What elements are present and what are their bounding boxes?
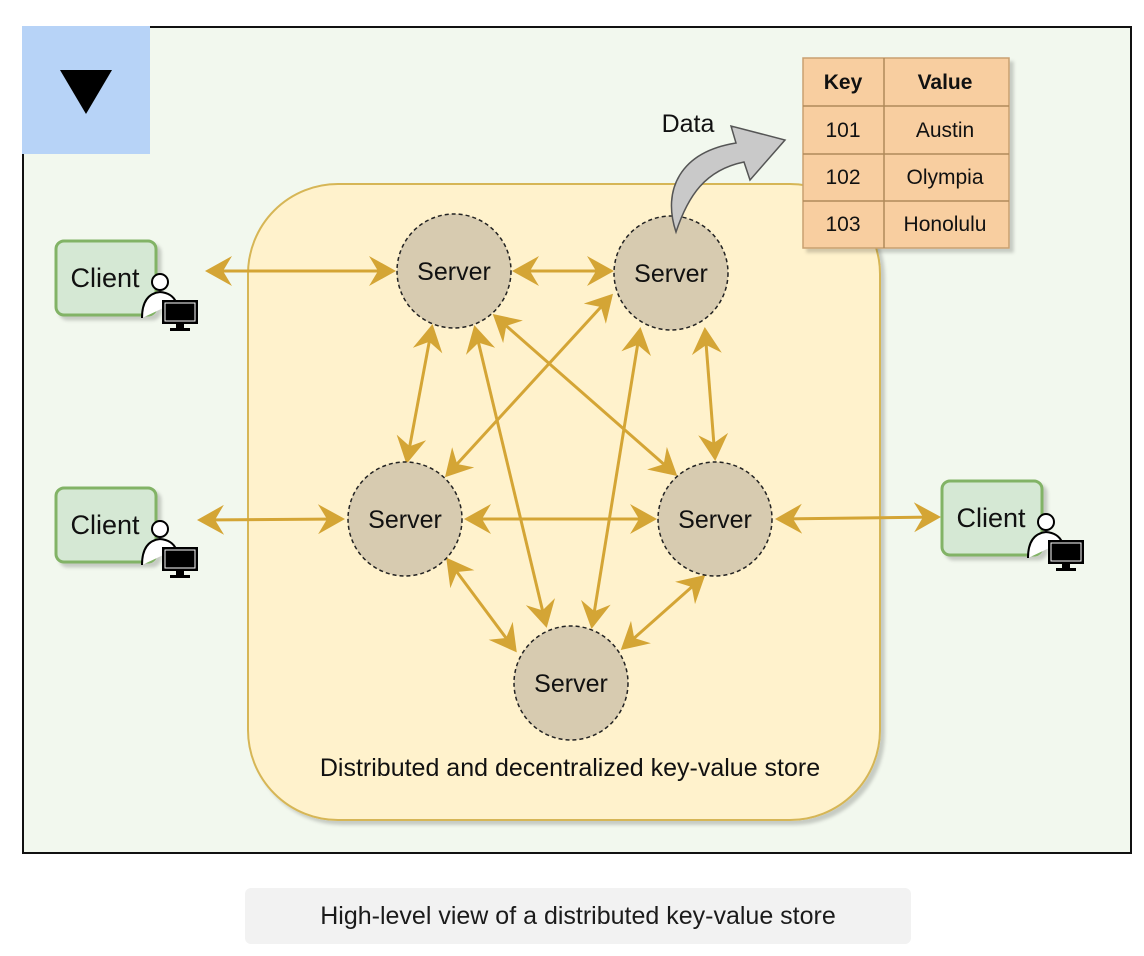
table-cell-value: Austin [916, 119, 974, 142]
server-label: Server [417, 258, 491, 286]
bidirectional-arrow [775, 502, 941, 534]
user-computer-icon [141, 273, 198, 331]
server-label: Server [368, 506, 442, 534]
key-value-table [802, 57, 1010, 249]
table-cell-key: 102 [825, 166, 860, 189]
client-label: Client [956, 503, 1026, 533]
server-label: Server [634, 260, 708, 288]
server-node[interactable]: Server [613, 215, 729, 331]
client-label: Client [70, 263, 140, 293]
store-label: Distributed and decentralized key-value … [320, 754, 820, 782]
table-cell-key: 103 [825, 213, 860, 236]
collapse-toggle-button[interactable] [22, 26, 150, 154]
table-header-key: Key [824, 71, 863, 94]
connection-arrows [197, 256, 941, 653]
user-computer-icon [141, 520, 198, 578]
server-node[interactable]: Server [513, 625, 629, 741]
bidirectional-arrow [620, 575, 706, 650]
server-label: Server [678, 506, 752, 534]
server-node[interactable]: Server [396, 213, 512, 329]
bidirectional-arrow [581, 327, 651, 629]
bidirectional-arrow [396, 324, 443, 464]
bidirectional-arrow [446, 557, 517, 653]
client-node[interactable]: Client [940, 479, 1084, 571]
server-node[interactable]: Server [347, 461, 463, 577]
bidirectional-arrow [197, 504, 345, 535]
bidirectional-arrow [444, 293, 614, 478]
table-cell-value: Olympia [906, 166, 983, 189]
table-cell-value: Honolulu [904, 213, 987, 236]
figure-caption: High-level view of a distributed key-val… [245, 888, 911, 944]
collapse-triangle-icon [60, 70, 112, 114]
client-node[interactable]: Client [54, 486, 198, 578]
bidirectional-arrow [691, 327, 729, 461]
table-header-value: Value [918, 71, 973, 94]
client-node[interactable]: Client [54, 239, 198, 331]
user-computer-icon [1027, 513, 1084, 571]
server-node[interactable]: Server [657, 461, 773, 577]
data-label: Data [662, 110, 715, 138]
caption-text: High-level view of a distributed key-val… [320, 901, 836, 930]
data-curved-arrow [670, 124, 787, 235]
server-label: Server [534, 670, 608, 698]
client-label: Client [70, 510, 140, 540]
table-cell-key: 101 [825, 119, 860, 142]
